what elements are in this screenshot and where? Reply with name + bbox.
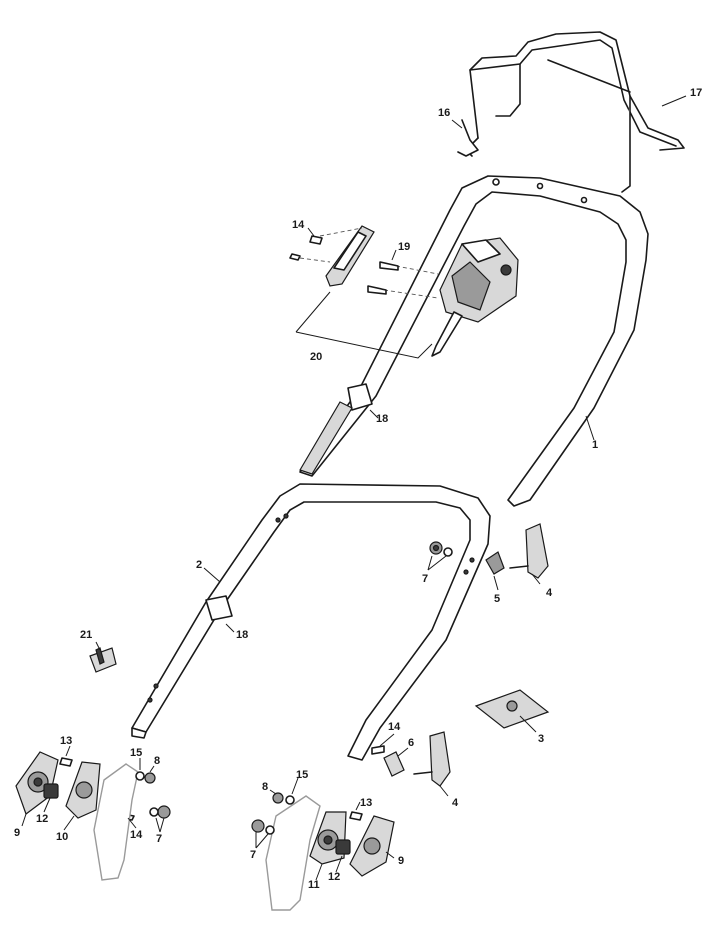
callout-17: 17 xyxy=(690,87,702,99)
part-2-lower-handle xyxy=(131,483,491,761)
part-18-lower-clip xyxy=(205,595,233,621)
part-6-cam xyxy=(383,751,405,777)
part-5-cam xyxy=(485,551,505,575)
callout-7: 7 xyxy=(422,573,428,585)
callout-2: 2 xyxy=(196,559,202,571)
left-bracket-ghost xyxy=(93,763,139,881)
callout-16: 16 xyxy=(438,107,450,119)
callout-9: 9 xyxy=(14,827,20,839)
leader-lines xyxy=(21,95,687,881)
part-15-washer-right xyxy=(285,795,295,805)
part-18-upper-clip xyxy=(299,383,373,475)
part-9-housing-right xyxy=(349,815,395,877)
callout-15: 15 xyxy=(130,747,142,759)
callout-labels: 16 17 14 19 20 18 1 2 7 5 4 18 21 3 14 6… xyxy=(14,87,702,891)
part-14-screw-top xyxy=(309,235,323,245)
part-21-cable-clip xyxy=(89,647,117,673)
part-3-hardware-bag xyxy=(474,689,550,729)
callout-14: 14 xyxy=(388,721,401,733)
part-7-nuts-right xyxy=(251,819,275,835)
callout-6: 6 xyxy=(408,737,414,749)
callout-9: 9 xyxy=(398,855,404,867)
callout-4: 4 xyxy=(452,797,459,809)
part-7-nuts-left xyxy=(149,805,171,819)
callout-13: 13 xyxy=(360,797,372,809)
callout-12: 12 xyxy=(328,871,340,883)
part-15-washer-left xyxy=(135,771,145,781)
callout-7: 7 xyxy=(250,849,256,861)
part-9-housing-left xyxy=(15,751,59,815)
callout-20: 20 xyxy=(310,351,322,363)
callout-12: 12 xyxy=(36,813,48,825)
callout-8: 8 xyxy=(154,755,160,767)
part-4-knob-lower xyxy=(413,731,451,787)
part-16-hook xyxy=(457,119,479,157)
callout-8: 8 xyxy=(262,781,268,793)
part-4-knob-upper xyxy=(509,523,549,579)
callout-10: 10 xyxy=(56,831,68,843)
part-13-screw-right xyxy=(349,811,363,821)
callout-3: 3 xyxy=(538,733,544,745)
callout-21: 21 xyxy=(80,629,92,641)
control-box xyxy=(431,237,519,357)
callout-15: 15 xyxy=(296,769,308,781)
part-8-nut-right xyxy=(272,792,284,804)
callout-13: 13 xyxy=(60,735,72,747)
callout-14: 14 xyxy=(292,219,305,231)
callout-1: 1 xyxy=(592,439,598,451)
callout-11: 11 xyxy=(308,879,320,891)
callout-18: 18 xyxy=(236,629,248,641)
part-8-nut-left xyxy=(144,772,156,784)
callout-7: 7 xyxy=(156,833,162,845)
part-19-bolts xyxy=(289,253,399,295)
callout-5: 5 xyxy=(494,593,500,605)
part-12-spring-left xyxy=(43,783,59,799)
part-7-nuts-upper xyxy=(429,541,453,557)
part-10-plate-left xyxy=(65,761,101,819)
callout-19: 19 xyxy=(398,241,410,253)
part-13-screw-left xyxy=(59,757,73,767)
callout-14: 14 xyxy=(130,829,143,841)
part-17-upper-wire xyxy=(465,31,685,193)
part-12-spring-right xyxy=(335,839,351,855)
part-1-upper-handle xyxy=(299,175,649,507)
right-bracket-ghost xyxy=(265,795,321,911)
callout-4: 4 xyxy=(546,587,553,599)
part-20-cover xyxy=(295,225,439,359)
callout-18: 18 xyxy=(376,413,388,425)
